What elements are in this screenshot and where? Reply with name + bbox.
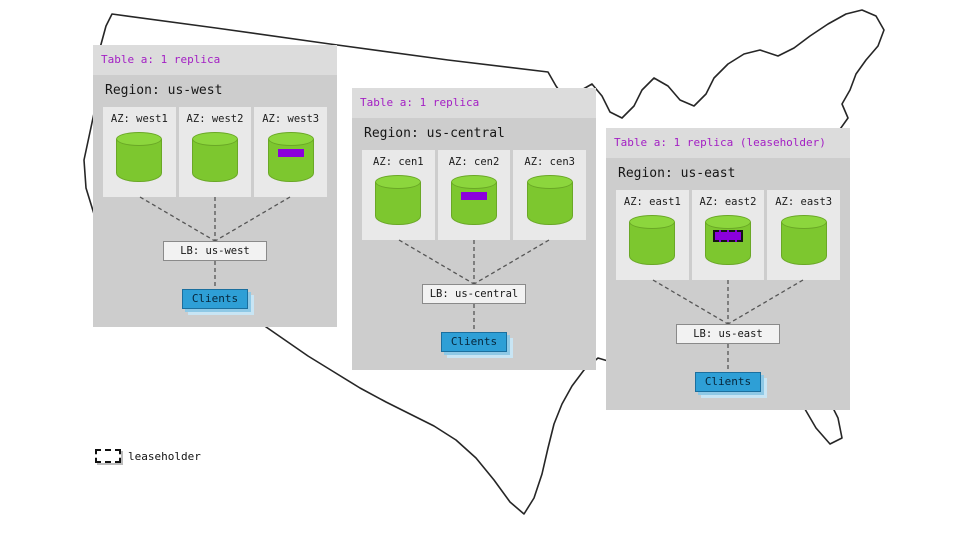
- cylinder-top: [451, 175, 497, 189]
- database-cylinder-icon: [629, 215, 676, 271]
- az-label: AZ: east2: [699, 196, 757, 208]
- az-label: AZ: west2: [186, 113, 244, 125]
- cylinder-body: [267, 139, 314, 182]
- database-cylinder-icon: [192, 132, 238, 188]
- region-panel-us-central: Table a: 1 replica Region: us-central AZ…: [352, 88, 596, 370]
- az-cell-cen3: AZ: cen3: [513, 150, 587, 240]
- clients-box: Clients: [182, 289, 248, 309]
- clients-box: Clients: [441, 332, 507, 352]
- replica-range-bar: [277, 149, 304, 157]
- az-cell-cen1: AZ: cen1: [362, 150, 435, 240]
- az-cell-west1: AZ: west1: [103, 107, 176, 197]
- cylinder-top: [116, 132, 163, 146]
- az-container: AZ: west1 AZ: west2 AZ: west3: [103, 107, 328, 197]
- az-label: AZ: west1: [110, 113, 168, 125]
- cylinder-body: [526, 182, 573, 225]
- az-label: AZ: east1: [623, 196, 681, 208]
- az-label: AZ: cen3: [524, 156, 575, 168]
- load-balancer-box: LB: us-central: [422, 284, 526, 304]
- region-title: Region: us-central: [364, 126, 505, 141]
- az-cell-east3: AZ: east3: [767, 190, 841, 280]
- table-replica-header: Table a: 1 replica: [352, 88, 596, 118]
- cylinder-top: [526, 175, 573, 189]
- cylinder-body: [116, 139, 163, 182]
- database-cylinder-icon: [116, 132, 163, 188]
- az-cell-west3: AZ: west3: [254, 107, 328, 197]
- cylinder-body: [780, 222, 827, 265]
- replica-range-bar: [461, 192, 487, 200]
- load-balancer-box: LB: us-west: [163, 241, 267, 261]
- legend-label: leaseholder: [128, 449, 201, 463]
- table-replica-header: Table a: 1 replica (leaseholder): [606, 128, 850, 158]
- cylinder-top: [629, 215, 676, 229]
- leaseholder-legend-swatch-icon: [95, 449, 121, 463]
- database-cylinder-icon: [780, 215, 827, 271]
- cylinder-top: [267, 132, 314, 146]
- az-cell-east1: AZ: east1: [616, 190, 689, 280]
- database-cylinder-icon: [451, 175, 497, 231]
- cylinder-top: [780, 215, 827, 229]
- cylinder-body: [192, 139, 238, 182]
- az-container: AZ: east1 AZ: east2 AZ: east3: [616, 190, 841, 280]
- az-label: AZ: west3: [262, 113, 320, 125]
- region-panel-us-east: Table a: 1 replica (leaseholder) Region:…: [606, 128, 850, 410]
- load-balancer-box: LB: us-east: [676, 324, 780, 344]
- az-label: AZ: east3: [775, 196, 833, 208]
- az-label: AZ: cen2: [448, 156, 500, 168]
- region-panel-us-west: Table a: 1 replica Region: us-west AZ: w…: [93, 45, 337, 327]
- region-title: Region: us-east: [618, 166, 736, 181]
- database-cylinder-icon: [267, 132, 314, 188]
- database-cylinder-icon: [375, 175, 422, 231]
- cylinder-top: [705, 215, 751, 229]
- table-replica-header: Table a: 1 replica: [93, 45, 337, 75]
- az-cell-east2: AZ: east2: [691, 190, 765, 280]
- cylinder-body: [375, 182, 422, 225]
- cylinder-body: [629, 222, 676, 265]
- az-cell-cen2: AZ: cen2: [437, 150, 511, 240]
- az-container: AZ: cen1 AZ: cen2 AZ: cen3: [362, 150, 587, 240]
- clients-box: Clients: [695, 372, 761, 392]
- database-cylinder-icon: [526, 175, 573, 231]
- az-cell-west2: AZ: west2: [178, 107, 252, 197]
- cylinder-top: [375, 175, 422, 189]
- legend: leaseholder: [95, 449, 201, 463]
- cylinder-top: [192, 132, 238, 146]
- az-label: AZ: cen1: [373, 156, 424, 168]
- leaseholder-range-bar: [713, 230, 743, 242]
- region-title: Region: us-west: [105, 83, 223, 98]
- cylinder-body: [451, 182, 497, 225]
- cylinder-body: [705, 222, 751, 265]
- database-cylinder-icon: [705, 215, 751, 271]
